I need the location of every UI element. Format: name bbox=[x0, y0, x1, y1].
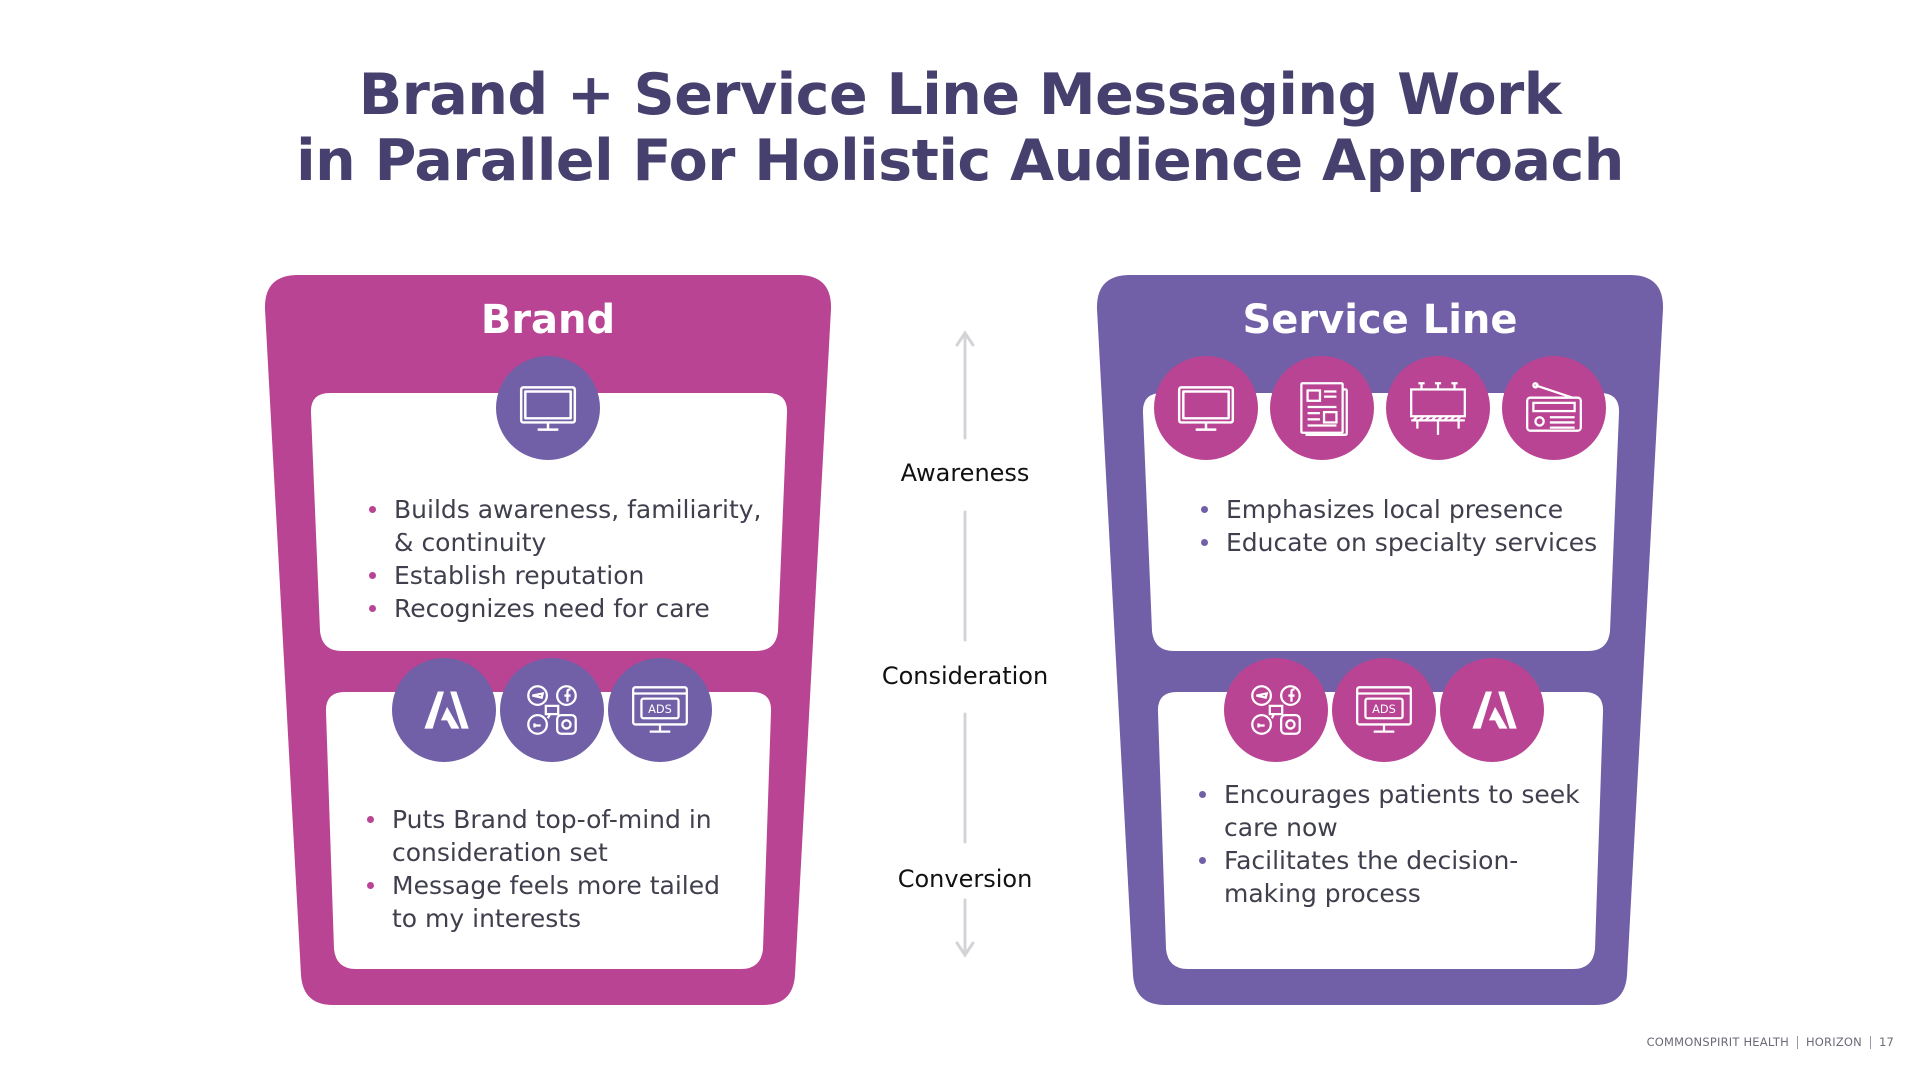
list-item: Builds awareness, familiarity, & continu… bbox=[367, 493, 767, 559]
page-number: 17 bbox=[1878, 1035, 1894, 1049]
footer: COMMONSPIRIT HEALTH HORIZON 17 bbox=[1647, 1035, 1894, 1049]
service-line-top-bullets: Emphasizes local presence Educate on spe… bbox=[1199, 493, 1619, 559]
service-ads-icon-circle: ADS bbox=[1332, 658, 1436, 762]
brand-social-icon-circle bbox=[500, 658, 604, 762]
adobe-icon bbox=[424, 691, 469, 729]
brand-bottom-bullets: Puts Brand top-of-mind in consideration … bbox=[365, 803, 745, 935]
list-item: Emphasizes local presence bbox=[1199, 493, 1619, 526]
list-item: Encourages patients to seek care now bbox=[1197, 778, 1587, 844]
service-tv-icon-circle bbox=[1154, 356, 1258, 460]
stage-awareness: Awareness bbox=[900, 459, 1030, 487]
radio-icon bbox=[1526, 382, 1582, 432]
funnel-arrow bbox=[955, 330, 975, 958]
list-item: Facilitates the decision-making process bbox=[1197, 844, 1587, 910]
list-item: Message feels more tailed to my interest… bbox=[365, 869, 745, 935]
footer-divider bbox=[1796, 1035, 1798, 1049]
service-line-bottom-bullets: Encourages patients to seek care now Fac… bbox=[1197, 778, 1587, 910]
service-line-heading: Service Line bbox=[1242, 297, 1518, 343]
service-line-top-card bbox=[1142, 393, 1620, 651]
newspaper-icon bbox=[1300, 382, 1348, 436]
footer-program: HORIZON bbox=[1805, 1035, 1862, 1049]
billboard-icon bbox=[1410, 382, 1466, 435]
brand-heading: Brand bbox=[480, 297, 616, 343]
brand-tv-icon-circle bbox=[496, 356, 600, 460]
brand-ads-icon-circle: ADS bbox=[608, 658, 712, 762]
service-social-icon-circle bbox=[1224, 658, 1328, 762]
list-item: Establish reputation bbox=[367, 559, 767, 592]
brand-adobe-icon-circle bbox=[392, 658, 496, 762]
list-item: Educate on specialty services bbox=[1199, 526, 1619, 559]
title-line-2: in Parallel For Holistic Audience Approa… bbox=[296, 128, 1624, 194]
list-item: Recognizes need for care bbox=[367, 592, 767, 625]
footer-divider bbox=[1869, 1035, 1871, 1049]
social-media-icon bbox=[1251, 685, 1301, 735]
svg-text:ADS: ADS bbox=[648, 702, 672, 716]
svg-text:ADS: ADS bbox=[1372, 702, 1396, 716]
title-line-1: Brand + Service Line Messaging Work bbox=[358, 62, 1562, 128]
stage-consideration: Consideration bbox=[881, 662, 1049, 690]
slide-title: Brand + Service Line Messaging Work in P… bbox=[0, 62, 1920, 194]
footer-company: COMMONSPIRIT HEALTH bbox=[1646, 1035, 1789, 1049]
list-item: Puts Brand top-of-mind in consideration … bbox=[365, 803, 745, 869]
service-billboard-icon-circle bbox=[1386, 356, 1490, 460]
stage-conversion: Conversion bbox=[897, 865, 1033, 893]
adobe-icon bbox=[1472, 691, 1517, 729]
tv-icon bbox=[519, 386, 577, 431]
service-newspaper-icon-circle bbox=[1270, 356, 1374, 460]
brand-top-card bbox=[310, 393, 788, 651]
social-media-icon bbox=[527, 685, 577, 735]
brand-top-bullets: Builds awareness, familiarity, & continu… bbox=[367, 493, 767, 625]
service-radio-icon-circle bbox=[1502, 356, 1606, 460]
digital-ads-icon: ADS bbox=[632, 686, 688, 733]
service-adobe-icon-circle bbox=[1440, 658, 1544, 762]
digital-ads-icon: ADS bbox=[1356, 686, 1412, 733]
tv-icon bbox=[1177, 386, 1235, 431]
